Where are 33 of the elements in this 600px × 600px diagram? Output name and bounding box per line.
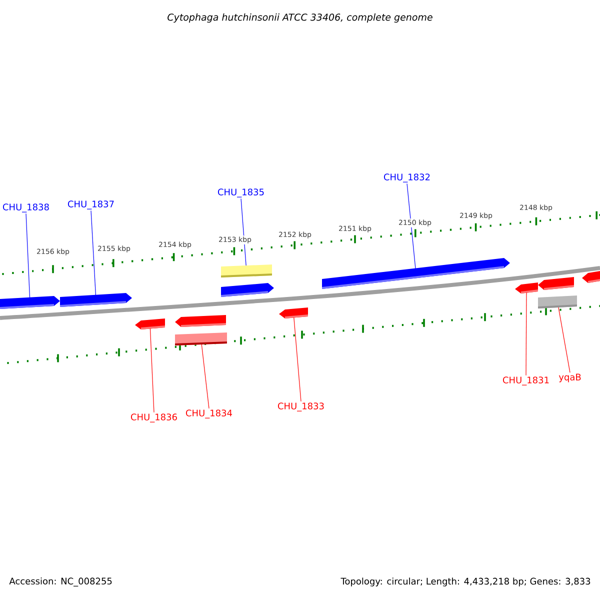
gene-feature [60, 293, 132, 307]
gene-feature [0, 296, 60, 309]
leader-line [90, 210, 96, 296]
accession-text: Accession: NC_008255 [9, 578, 112, 586]
gene-label: CHU_1837 [68, 200, 114, 210]
gene-label: CHU_1835 [218, 188, 264, 198]
leader-line [201, 344, 210, 409]
title: Cytophaga hutchinsonii ATCC 33406, complete genome [168, 13, 432, 23]
gene-feature [515, 282, 538, 294]
leader-line [406, 183, 416, 269]
gene-feature [538, 277, 574, 290]
gene-label: CHU_1834 [186, 410, 232, 418]
gene-feature [221, 283, 274, 297]
gene-label: yqaB [558, 374, 581, 382]
leader-line [558, 307, 570, 373]
gene-label: CHU_1836 [130, 414, 177, 422]
gene-feature [135, 318, 165, 330]
leader-line [294, 317, 302, 402]
gene-feature [582, 271, 600, 283]
leader-line [526, 292, 527, 376]
leader-line [150, 328, 154, 413]
gene-feature [175, 332, 227, 346]
gene-feature [322, 258, 510, 289]
gene-feature [279, 308, 308, 318]
gene-label: CHU_1832 [384, 174, 430, 182]
gene-label: CHU_1831 [502, 376, 549, 386]
gene-label: CHU_1833 [278, 402, 324, 412]
gene-feature [175, 315, 226, 327]
genome-info-text: Topology: circular; Length: 4,433,218 bp; Genes: 3,833 [340, 578, 590, 586]
gene-feature [221, 264, 272, 278]
gene-feature [538, 296, 577, 308]
leader-line [26, 213, 30, 298]
gene-label: CHU_1838 [2, 204, 49, 212]
